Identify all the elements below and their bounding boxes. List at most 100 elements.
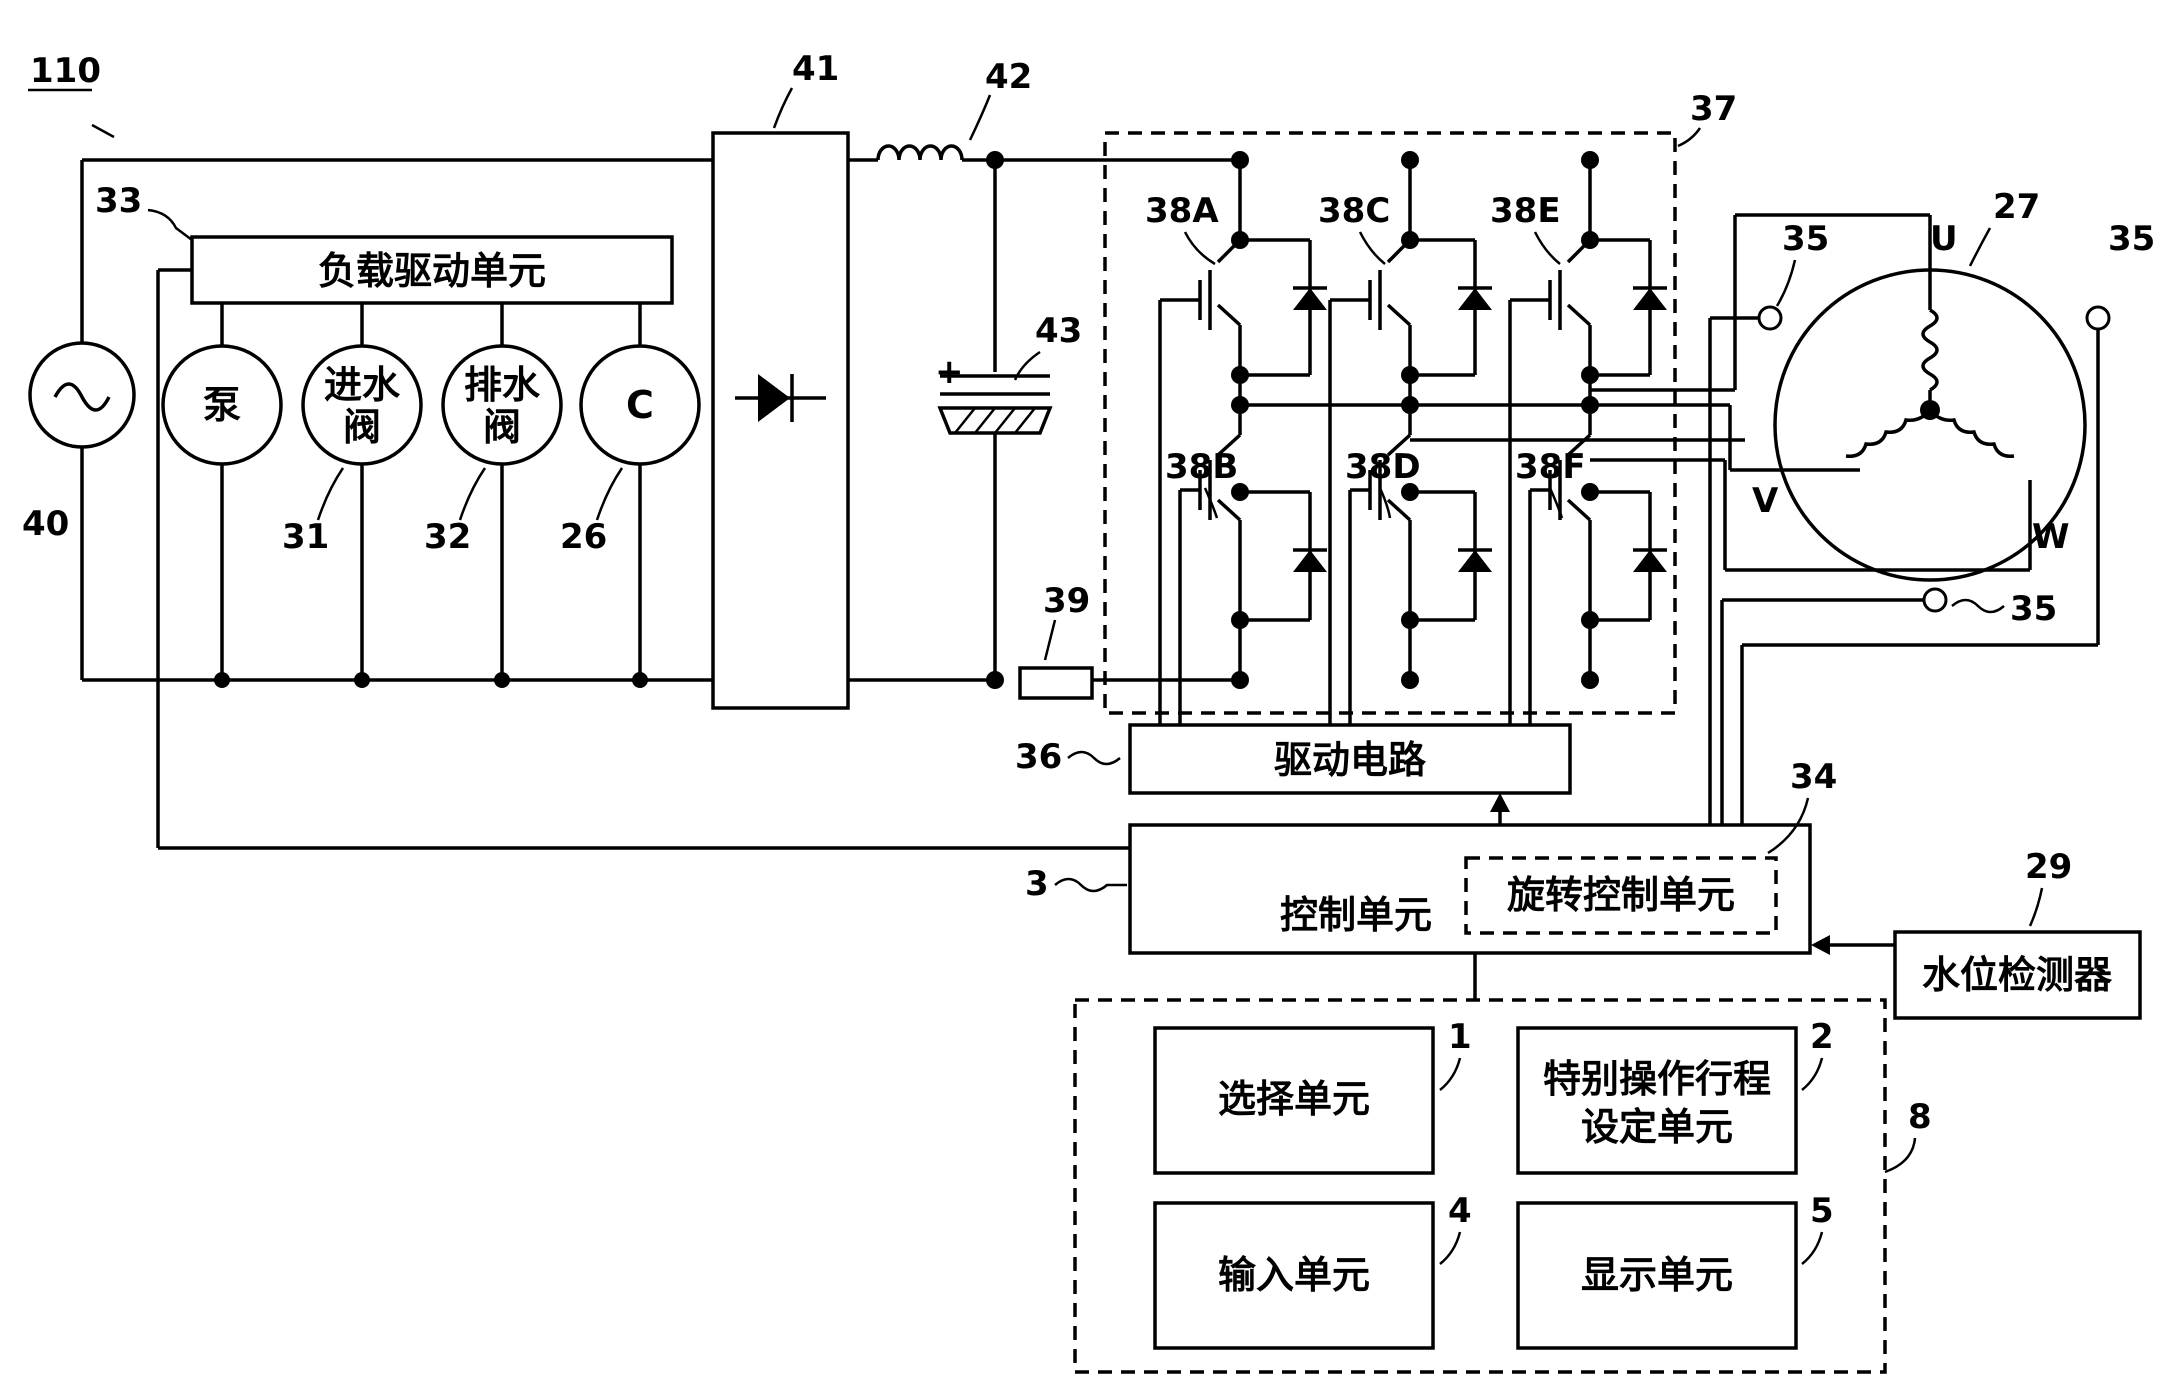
water-level-detector-label: 水位检测器 [1922,953,2113,997]
diode-icon [735,374,826,422]
inlet-valve-leader [316,467,345,521]
phase-v-label: V [1752,481,1779,521]
switch-38c-label: 38C [1318,191,1390,231]
inductor-icon [876,144,964,161]
special-operation-setting-unit-box[interactable] [1516,1026,1798,1175]
water-level-detector-leader [2028,887,2044,927]
inlet-valve-label-line1: 进水 [324,363,401,407]
terminal-35-top-left-icon [1757,305,1783,331]
motor-27-ref: 27 [1993,187,2040,227]
drain-valve-label-line2: 阀 [483,405,521,449]
ac-source [28,341,136,449]
select-unit-label: 选择单元 [1218,1077,1370,1121]
pump-icon [161,344,283,466]
display-unit-ref: 5 [1810,1191,1834,1231]
dc-bus-junction-top [986,151,1004,169]
input-unit-box[interactable] [1153,1201,1435,1350]
capacitor-icon [937,374,1053,435]
capacitor-leader [1013,350,1041,381]
motor-windings [1845,270,2015,458]
shunt-ref: 39 [1043,581,1090,621]
panel-ref: 8 [1908,1097,1932,1137]
load-driver-label: 负载驱动单元 [318,249,546,293]
select-unit-ref: 1 [1448,1017,1472,1057]
rectifier-ref: 41 [792,49,839,89]
special-unit-leader [1801,1057,1824,1091]
motor-27-leader [1968,227,1992,267]
control-unit-label: 控制单元 [1280,893,1432,937]
drain-valve-leader [458,467,487,521]
sensor-wiring [1708,316,2100,825]
drive-circuit-ref: 36 [1015,737,1062,777]
drive-circuit-leader [1067,750,1121,766]
inverter-leader [1677,127,1702,148]
rectifier-leader [772,87,794,129]
water-level-detector-box [1893,930,2142,1020]
terminal-35-bottom-icon [1922,587,1948,613]
load-driver-leader [147,208,193,241]
capacitor-ref: 43 [1035,311,1082,351]
switch-38d-label: 38D [1345,447,1421,487]
terminal-35-bottom-leader [1951,598,2005,614]
terminal-35-top-right-ref: 35 [2108,219,2155,259]
switch-38e-leader [1533,231,1561,265]
load-driver-ref: 33 [95,181,142,221]
control-unit-ref: 3 [1025,864,1049,904]
terminal-35-bottom-ref: 35 [2010,589,2057,629]
phase-w-label: W [2032,517,2070,557]
input-unit-ref: 4 [1448,1191,1472,1231]
drain-valve-icon [441,344,563,466]
inverter-dashed-box [1103,131,1677,715]
phase-u-label: U [1930,219,1958,259]
rotation-control-box [1464,856,1778,935]
load-wiring [156,268,1130,850]
water-level-detector-ref: 29 [2025,847,2072,887]
switch-38a-label: 38A [1145,191,1219,231]
drain-valve-ref: 32 [424,517,471,557]
inductor-ref: 42 [985,57,1032,97]
rotation-control-label: 旋转控制单元 [1507,873,1735,917]
drive-circuit-box [1128,723,1572,795]
special-unit-label-line1: 特别操作行程 [1543,1057,1771,1101]
inlet-valve-ref: 31 [282,517,329,557]
drain-valve-label-line1: 排水 [464,363,541,407]
terminal-35-top-left-ref: 35 [1782,219,1829,259]
operation-panel-dashed-box [1073,998,1887,1374]
special-unit-ref: 2 [1810,1017,1834,1057]
select-unit-leader [1439,1057,1462,1091]
shunt-leader [1043,619,1057,661]
ac-source-ref: 40 [22,504,69,544]
inductor-leader [968,94,992,141]
rotation-control-leader [1767,797,1810,855]
dc-bus-junction-bottom [986,671,1004,689]
pump-label: 泵 [203,383,241,427]
capacitor-plus: + [935,352,964,392]
terminal-35-top-left-leader [1775,259,1797,307]
display-unit-box [1516,1201,1798,1350]
drive-circuit-label: 驱动电路 [1274,738,1427,782]
inverter-leg-cd [1328,160,1492,725]
select-unit-box[interactable] [1153,1026,1435,1175]
display-unit-leader [1801,1231,1824,1265]
inverter-leg-ab [1158,160,1327,725]
inlet-valve-icon [301,344,423,466]
load-junction-dots [214,672,648,688]
dc-bus-wires [848,158,1245,682]
special-unit-label-line2: 设定单元 [1581,1105,1733,1149]
control-unit-leader [1054,877,1127,893]
switch-38a-leader [1183,231,1216,266]
figure-ref-110: 110 [30,51,101,91]
motor-c-ref: 26 [560,517,607,557]
input-unit-label: 输入单元 [1218,1253,1370,1297]
motor-c-icon [579,344,701,466]
switch-38f-leader [1548,487,1564,519]
motor-c-leader [595,467,624,521]
panel-leader [1884,1137,1917,1174]
terminal-35-top-right-icon [2085,305,2111,331]
switch-38f-label: 38F [1515,447,1586,487]
main-bus-wires [80,158,713,682]
input-unit-leader [1439,1231,1462,1265]
figure-ref-arrow [91,123,115,139]
switch-38b-leader [1203,487,1219,519]
